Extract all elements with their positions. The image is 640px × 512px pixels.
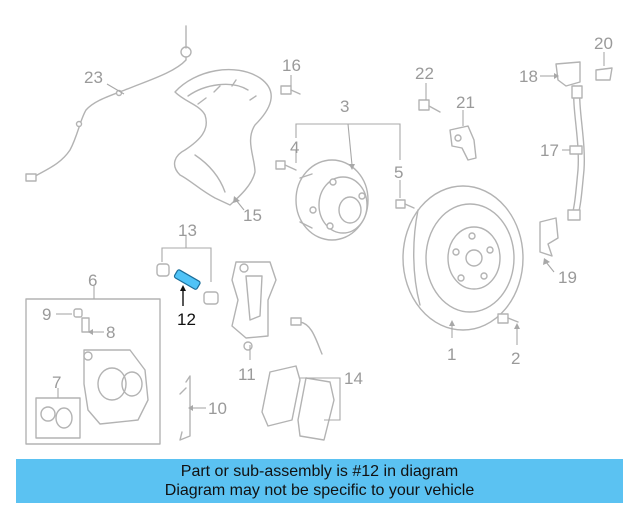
part-21-abs-sensor (449, 125, 477, 161)
part-12-guide-pin-highlighted (173, 269, 201, 290)
label-14: 14 (344, 369, 363, 388)
label-6: 6 (88, 271, 97, 290)
leader-19 (545, 261, 555, 273)
label-21: 21 (456, 93, 475, 112)
part-18-bracket (555, 61, 581, 87)
label-22: 22 (415, 64, 434, 83)
label-17: 17 (540, 141, 559, 160)
info-banner: Part or sub-assembly is #12 in diagram D… (16, 459, 623, 503)
label-2: 2 (511, 349, 520, 368)
part-15-splash-shield (173, 68, 272, 206)
label-5: 5 (394, 163, 403, 182)
part-1-brake-disc (402, 185, 524, 331)
label-7: 7 (52, 373, 61, 392)
label-15: 15 (243, 206, 262, 225)
label-3: 3 (340, 97, 349, 116)
banner-line-1: Part or sub-assembly is #12 in diagram (180, 463, 459, 480)
part-8-bleeder-screw (81, 317, 90, 333)
part-10-spring-clip (179, 375, 191, 441)
label-9: 9 (42, 305, 51, 324)
part-19-bracket (539, 217, 559, 257)
label-4: 4 (290, 138, 299, 157)
banner-line-2: Diagram may not be specific to your vehi… (164, 482, 475, 499)
part-7-seal-kit (35, 397, 81, 439)
part-14-brake-pads (261, 317, 335, 441)
leader-14 (300, 377, 341, 421)
part-11-caliper-bracket (231, 261, 277, 351)
leader-23 (106, 83, 125, 95)
label-13: 13 (178, 221, 197, 240)
part-5-bolt (395, 199, 415, 209)
label-16: 16 (282, 56, 301, 75)
label-10: 10 (208, 399, 227, 418)
part-6-caliper-assembly (25, 298, 161, 445)
label-23: 23 (84, 68, 103, 87)
part-13-guide-pin-boot (156, 263, 219, 305)
part-23-sensor-wire (25, 25, 192, 182)
part-17-brake-hose (567, 85, 586, 221)
part-2-bolt (497, 313, 519, 324)
part-9-dust-cap (73, 308, 83, 318)
part-20-clip (595, 67, 613, 81)
part-16-bolt (280, 85, 301, 95)
part-4-bolt (275, 160, 297, 171)
label-20: 20 (594, 34, 613, 53)
label-11: 11 (238, 365, 256, 384)
label-8: 8 (106, 323, 115, 342)
label-1: 1 (447, 345, 456, 364)
label-18: 18 (519, 67, 538, 86)
label-12: 12 (177, 310, 196, 329)
part-3-wheel-hub (295, 159, 369, 241)
label-19: 19 (558, 268, 577, 287)
part-22-bolt (418, 99, 441, 113)
